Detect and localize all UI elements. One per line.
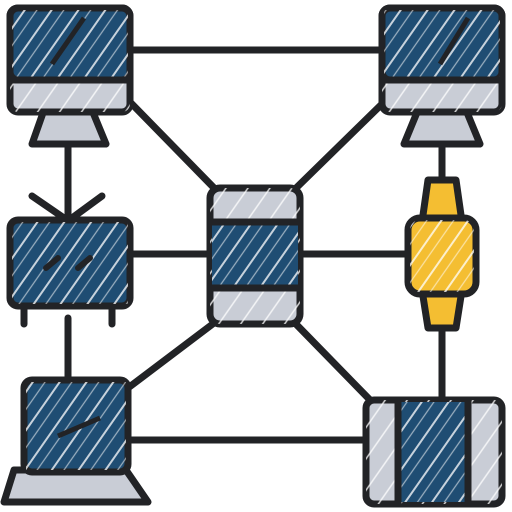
laptop-icon	[0, 376, 152, 506]
link-phone-laptop	[124, 316, 222, 392]
television-icon	[6, 192, 134, 328]
desktop-monitor-right-icon	[378, 4, 506, 148]
link-phone-rightmonitor	[288, 98, 388, 196]
smartphone-icon	[206, 184, 304, 328]
link-phone-leftmonitor	[124, 96, 222, 196]
connection-lines	[64, 46, 446, 444]
desktop-monitor-left-icon	[6, 4, 134, 148]
link-phone-tablet	[288, 316, 376, 406]
smartwatch-icon	[404, 176, 480, 332]
tablet-icon	[362, 396, 506, 508]
